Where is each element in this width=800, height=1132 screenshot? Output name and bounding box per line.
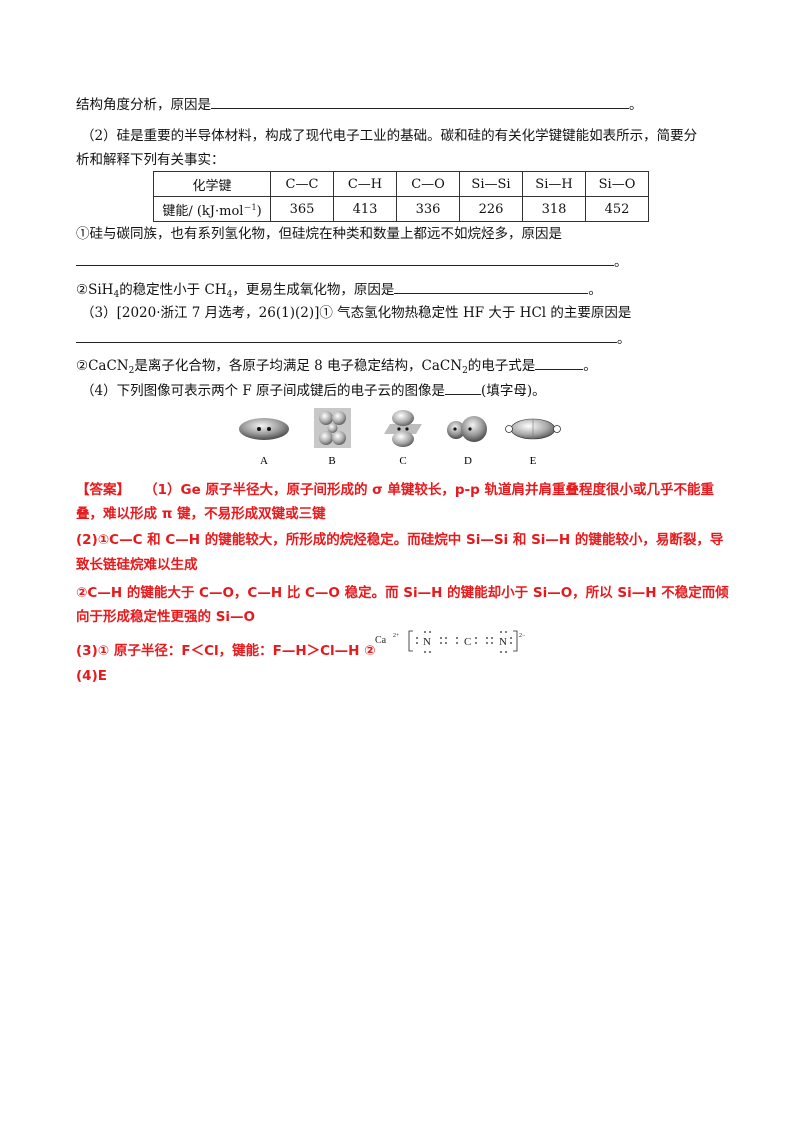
energy-cell: 318 [522, 196, 586, 222]
label-a: A [260, 455, 268, 467]
energy-cell: 226 [459, 196, 523, 222]
label-b: B [328, 455, 335, 467]
q1-answer-blank[interactable] [211, 95, 629, 109]
label-e: E [530, 455, 537, 467]
q1-tail-text: 结构角度分析，原因是 [76, 97, 211, 113]
q3-answer-blank[interactable] [76, 329, 617, 343]
answer-line-7: (3)① 原子半径：F＜Cl，键能：F—H＞Cl—H ② [76, 643, 376, 659]
bond-cell: Si—H [522, 171, 586, 197]
answer-line-5: ②C—H 的键能大于 C—O，C—H 比 C—O 稳定。而 Si—H 的键能却小… [76, 585, 729, 601]
answer-line-3: (2)①C—C 和 C—H 的键能较大，所形成的烷烃稳定。而硅烷中 Si—Si … [76, 532, 724, 548]
q2-line2: 析和解释下列有关事实： [76, 152, 225, 168]
bond-cell: Si—Si [459, 171, 523, 197]
q2-line1: （2）硅是重要的半导体材料，构成了现代电子工业的基础。碳和硅的有关化学键键能如表… [81, 128, 698, 144]
svg-text:2−: 2− [519, 633, 526, 639]
q4-answer-blank[interactable] [445, 381, 482, 395]
energy-cell: 336 [396, 196, 460, 222]
energy-cell: 413 [333, 196, 397, 222]
cacn2-lewis-structure: Ca 2+ N C N 2− [375, 630, 526, 653]
q3-lewis-answer-blank[interactable] [535, 356, 584, 370]
q4-line: （4）下列图像可表示两个 F 原子间成键后的电子云的图像是(填字母)。 [81, 381, 546, 399]
answer-line-2: 叠，难以形成 π 键，不易形成双键或三键 [76, 506, 326, 522]
bond-cell: C—O [396, 171, 460, 197]
energy-cell: 452 [585, 196, 649, 222]
orbital-d-icon [447, 416, 487, 442]
q3-line2: ②CaCN2是离子化合物，各原子均满足 8 电子稳定结构，CaCN2的电子式是。 [76, 356, 597, 376]
svg-text:N: N [423, 636, 431, 648]
q2-sub2-answer-blank[interactable] [394, 280, 589, 294]
q1-tail-line: 结构角度分析，原因是 。 [76, 95, 643, 114]
bond-energy-table: 化学键 C—C C—H C—O Si—Si Si—H Si—O 键能/ (kJ·… [153, 171, 649, 222]
bond-cell: C—C [270, 171, 334, 197]
orbital-e-icon [505, 418, 561, 440]
energy-cell: 365 [270, 196, 334, 222]
q2-sub1-line: ①硅与碳同族，也有系列氢化物，但硅烷在种类和数量上都远不如烷烃多，原因是 [76, 226, 562, 242]
label-d: D [464, 455, 472, 467]
q3-line1: （3）[2020·浙江 7 月选考，26(1)(2)]① 气态氢化物热稳定性 H… [81, 305, 632, 321]
table-header-label: 化学键 [153, 171, 271, 197]
svg-text:2+: 2+ [393, 633, 400, 639]
q1-tail-end: 。 [629, 97, 643, 113]
label-c: C [399, 455, 406, 467]
table-row: 化学键 C—C C—H C—O Si—Si Si—H Si—O [153, 171, 649, 197]
electron-cloud-figures: A B C D E [239, 408, 561, 467]
bond-cell: Si—O [585, 171, 649, 197]
orbital-c-icon [384, 410, 422, 447]
q3-blank-line: 。 [76, 329, 631, 348]
orbital-a-icon [239, 418, 289, 440]
svg-text:C: C [464, 636, 471, 648]
answer-line-6: 向于形成稳定性更强的 Si—O [76, 609, 256, 625]
orbital-b-icon [314, 408, 351, 448]
answer-tag: 【答案】 [76, 482, 130, 498]
table-row: 键能/ (kJ·mol－1) 365 413 336 226 318 452 [153, 196, 649, 222]
svg-text:Ca: Ca [375, 635, 387, 646]
q2-sub1-blank-line: 。 [76, 252, 628, 271]
answer-line-4: 致长链硅烷难以生成 [76, 557, 198, 573]
q2-sub1-answer-blank[interactable] [76, 252, 614, 266]
table-value-label: 键能/ (kJ·mol－1) [153, 196, 271, 222]
answer-line-8: (4)E [76, 668, 107, 684]
answer-line-1: 【答案】 （1）Ge 原子半径大，原子间形成的 σ 单键较长，p-p 轨道肩并肩… [76, 482, 714, 498]
q2-sub2-line: ②SiH4的稳定性小于 CH4，更易生成氧化物，原因是。 [76, 280, 602, 300]
bond-cell: C—H [333, 171, 397, 197]
svg-text:N: N [499, 636, 507, 648]
